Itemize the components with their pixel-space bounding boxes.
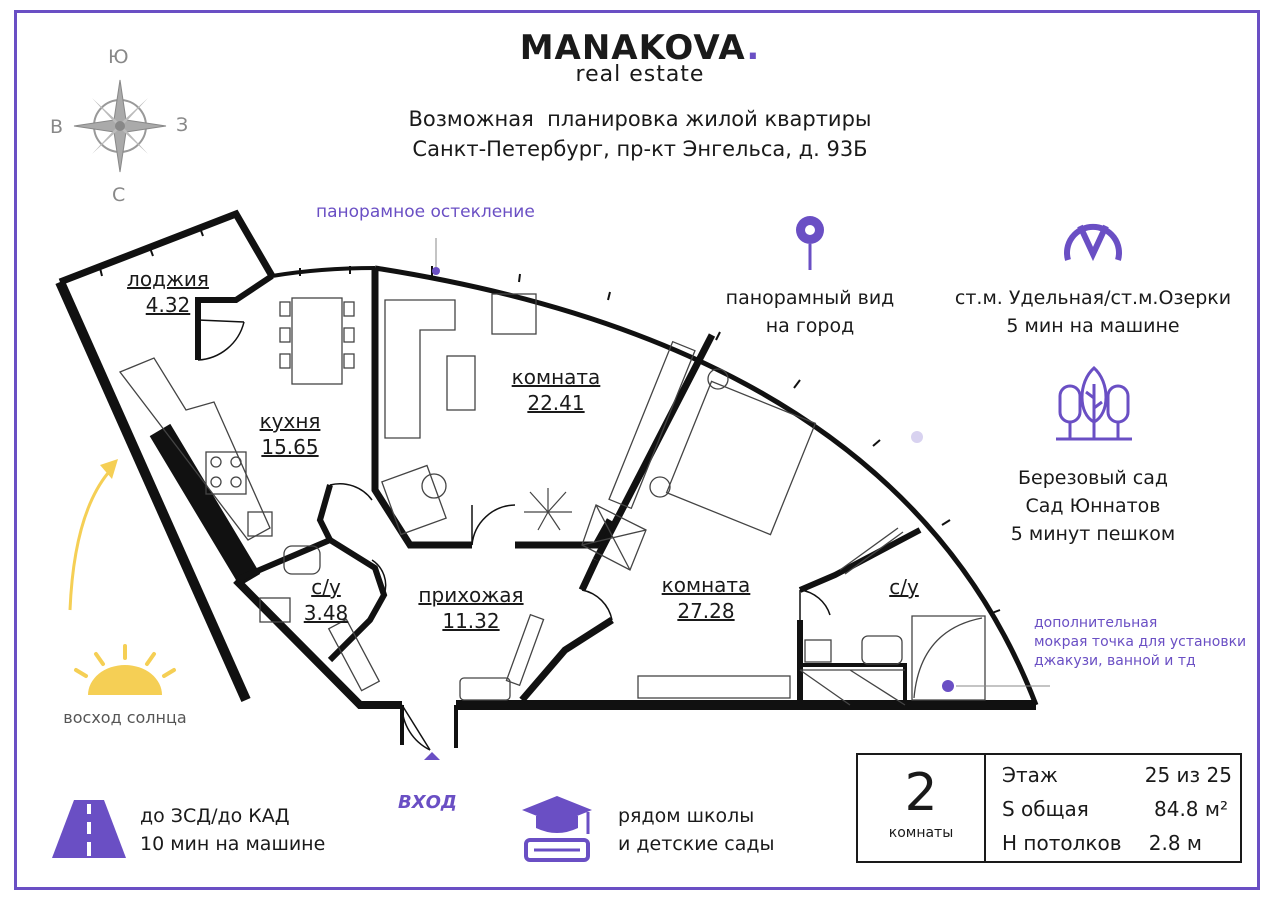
rooms-count: 2 [904,763,938,823]
height-label: Н потолков [1002,831,1122,855]
sunrise-icon [74,644,176,695]
page-frame [14,10,1260,890]
school-icon [522,796,592,862]
sunrise-label: восход солнца [63,708,187,727]
road-icon [52,800,126,858]
brand-logo: MANAKOVA. real estate [440,28,840,87]
floor-row: Этаж 25 из 25 [1002,763,1232,787]
floor-value: 25 из 25 [1144,763,1232,787]
rooms-count-cell: 2 комнаты [858,755,986,861]
wet-point-marker [942,680,954,692]
metro-text: ст.м. Удельная/ст.м.Озерки 5 мин на маши… [954,287,1232,337]
school-text: рядом школы и детские сады [618,805,775,855]
room-bathroom-2: с/у [876,574,932,600]
area-label: S общая [1002,797,1089,821]
room-area: 11.32 [442,609,500,633]
area-row: S общая 84.8 м² [1002,797,1232,821]
floor-label: Этаж [1002,763,1058,787]
height-row: Н потолков 2.8 м [1002,831,1232,855]
room-area: 27.28 [677,599,735,623]
room-label: лоджия [127,267,209,291]
room-label: прихожая [418,583,524,607]
brand-name: MANAKOVA [519,28,747,68]
compass-top-letter: Ю [108,46,129,68]
brand-dot: . [746,28,761,68]
brand-subtitle: real estate [575,62,705,87]
room-label: с/у [889,575,919,599]
header-address: Санкт-Петербург, пр-кт Энгельса, д. 93Б [412,137,868,161]
compass-right-letter: З [176,114,189,136]
compass-rose-icon [73,79,167,173]
door-swings [197,319,831,751]
plan-header: Возможная планировка жилой квартиры Санк… [340,104,940,164]
room-label: с/у [311,575,341,599]
plant-icon [524,488,572,531]
area-value: 84.8 м² [1154,797,1228,821]
room-area: 4.32 [145,293,191,317]
room-hallway: прихожая 11.32 [408,582,534,634]
road-text: до ЗСД/до КАД 10 мин на машине [140,805,326,855]
sun-arrow-icon [68,459,118,611]
panorama-text: панорамный вид на город [725,287,895,337]
compass-bottom-letter: С [112,184,126,206]
room-area: 3.48 [303,601,349,625]
entrance-label: ВХОД [398,792,457,813]
wet-point-label: дополнительная мокрая точка для установк… [1034,615,1247,669]
room-kitchen: кухня 15.65 [230,408,350,460]
room-label: комната [511,365,601,389]
room-label: комната [661,573,751,597]
glazing-label: панорамное остекление [316,202,535,222]
rooms-caption: комнаты [888,825,954,841]
park-text: Березовый сад Сад Юннатов 5 минут пешком [1010,467,1176,545]
room-area: 15.65 [261,435,319,459]
location-pin-icon [796,216,824,270]
entrance-arrow-icon [424,752,440,760]
room-area: 22.41 [527,391,585,415]
furniture [118,293,986,706]
compass: Ю С В З [40,40,200,210]
room-living-1: комната 22.41 [496,364,616,416]
metro-icon [1064,223,1122,262]
trees-icon [1056,366,1132,441]
compass-left-letter: В [50,116,64,138]
floor-plan [55,209,1050,760]
header-title: Возможная планировка жилой квартиры [408,107,872,131]
room-living-2: комната 27.28 [646,572,766,624]
room-loggia: лоджия 4.32 [108,266,228,318]
room-bathroom-1: с/у 3.48 [296,574,356,626]
glazing-ticks [99,227,1001,614]
apartment-info-box: 2 комнаты Этаж 25 из 25 S общая 84.8 м² … [856,753,1242,863]
room-label: кухня [259,409,321,433]
height-value: 2.8 м [1148,831,1202,855]
